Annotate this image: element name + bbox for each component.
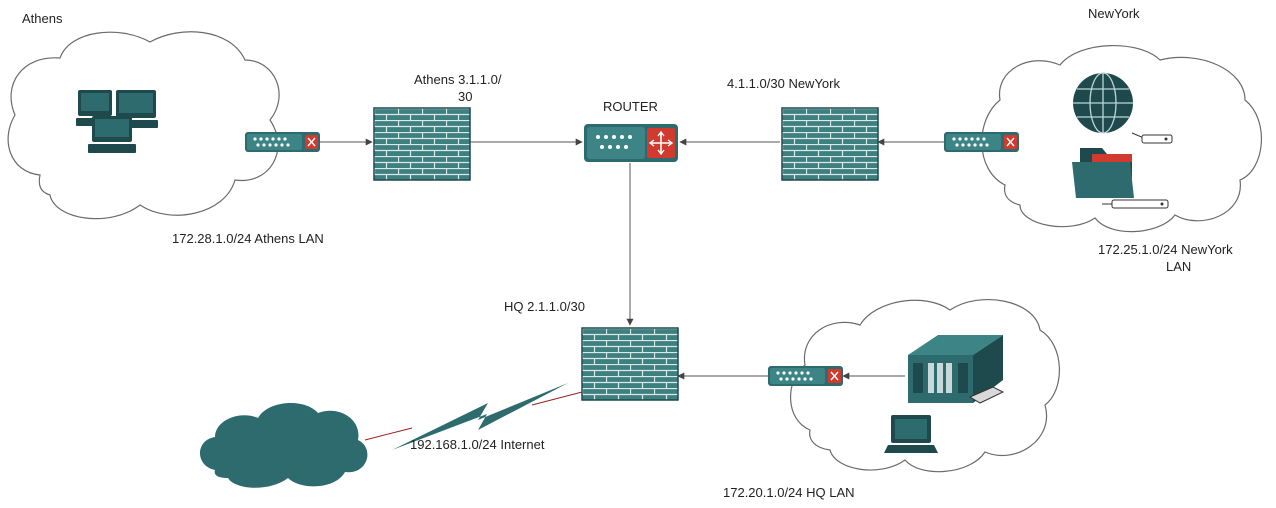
hq-switch-icon [767, 365, 844, 387]
newyork-lan-cloud [981, 44, 1263, 233]
hq-firewall-icon [581, 327, 679, 401]
internet-cloud-icon [200, 402, 368, 488]
globe-icon [1073, 72, 1133, 134]
laptop-icon [884, 415, 938, 453]
athens-lan-label: 172.28.1.0/24 Athens LAN [172, 231, 324, 246]
newyork-lan-label-line2: LAN [1166, 259, 1191, 274]
newyork-site-title: NewYork [1088, 6, 1140, 21]
newyork-switch-icon [943, 131, 1020, 153]
internet-link-segment [531, 391, 583, 406]
hq-link-label: HQ 2.1.1.0/30 [504, 299, 585, 314]
athens-link-label-line2: 30 [458, 89, 472, 104]
server-icon [908, 335, 1005, 404]
folder-icon [1072, 148, 1134, 198]
athens-site-title: Athens [22, 11, 63, 26]
newyork-lan-label-line1: 172.25.1.0/24 NewYork [1098, 242, 1233, 257]
router-icon [584, 124, 678, 162]
router-label: ROUTER [603, 99, 658, 114]
hq-lan-label: 172.20.1.0/24 HQ LAN [723, 485, 855, 500]
workstation-icon [76, 90, 158, 153]
server-slot-icon [1102, 199, 1169, 209]
newyork-link-label: 4.1.1.0/30 NewYork [727, 76, 840, 91]
server-slot-icon [1131, 132, 1173, 144]
lightning-bolt-icon [392, 383, 568, 450]
newyork-firewall-icon [781, 107, 879, 181]
internet-label: 192.168.1.0/24 Internet [410, 437, 545, 452]
internet-link [364, 427, 413, 441]
athens-switch-icon [244, 131, 321, 153]
athens-link-label-line1: Athens 3.1.1.0/ [414, 72, 502, 87]
athens-firewall-icon [373, 107, 471, 181]
